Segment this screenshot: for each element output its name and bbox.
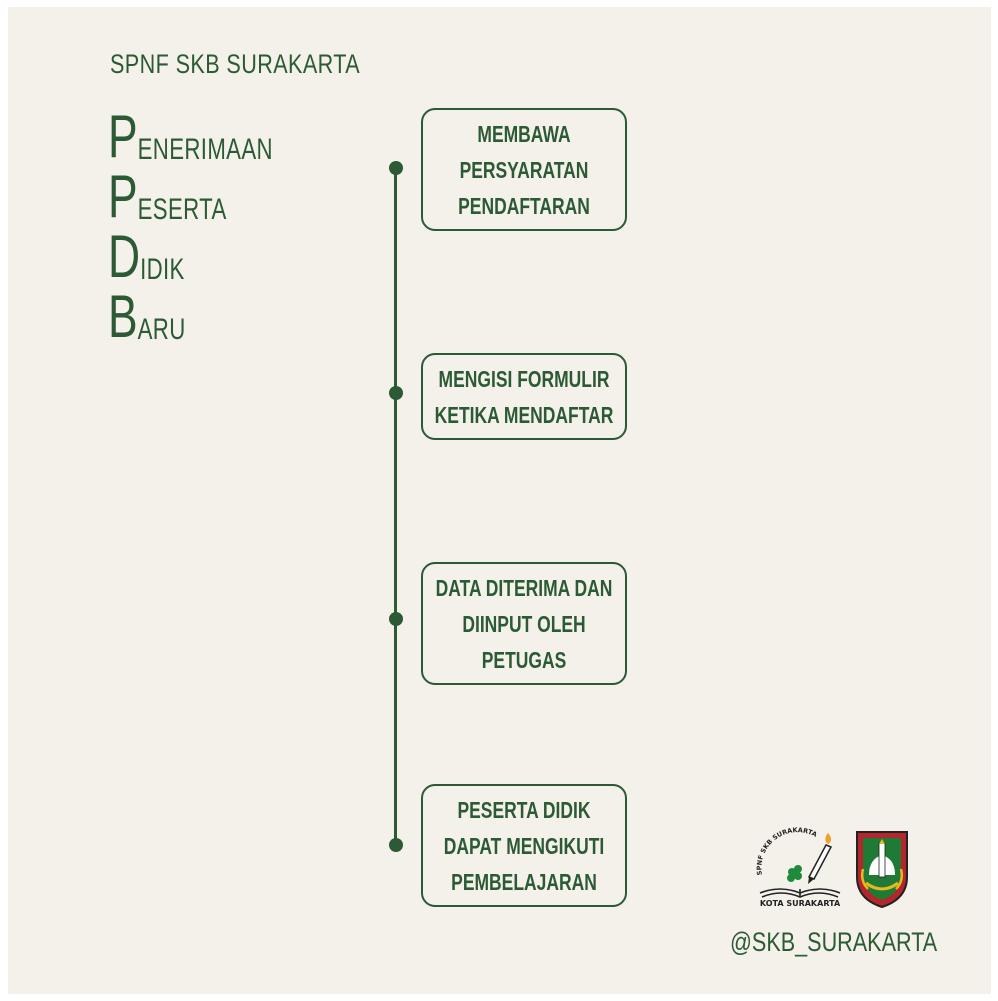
timeline-dot xyxy=(389,612,403,626)
clover-icon xyxy=(787,865,802,882)
step-box-3: DATA DITERIMA DAN DIINPUT OLEH PETUGAS xyxy=(421,562,627,685)
acronym-rest: ARU xyxy=(137,313,186,346)
step-label: MEMBAWA PERSYARATAN PENDAFTARAN xyxy=(458,120,590,219)
timeline-dot xyxy=(389,386,403,400)
acronym-word: PESERTA xyxy=(108,167,273,227)
step-box-4: PESERTA DIDIK DAPAT MENGIKUTI PEMBELAJAR… xyxy=(421,784,627,907)
poster: SPNF SKB SURAKARTA PENERIMAAN PESERTA DI… xyxy=(8,7,991,994)
social-handle: @SKB_SURAKARTA xyxy=(730,927,938,957)
acronym-word: BARU xyxy=(108,287,273,347)
acronym-initial: P xyxy=(108,163,138,230)
brand-title: SPNF SKB SURAKARTA xyxy=(110,49,361,79)
acronym-initial: D xyxy=(108,223,141,290)
step-box-2: MENGISI FORMULIR KETIKA MENDAFTAR xyxy=(421,353,627,440)
step-box-1: MEMBAWA PERSYARATAN PENDAFTARAN xyxy=(421,108,627,231)
step-label: DATA DITERIMA DAN DIINPUT OLEH PETUGAS xyxy=(435,574,613,673)
acronym-rest: IDIK xyxy=(140,253,185,286)
ppdb-acronym: PENERIMAAN PESERTA DIDIK BARU xyxy=(108,107,331,347)
flame-icon xyxy=(825,833,831,844)
acronym-word: DIDIK xyxy=(108,227,273,287)
book-icon xyxy=(759,888,841,898)
skb-logo: SPNF SKB SURAKARTA KOTA SURAKARTA xyxy=(755,827,841,907)
surakarta-emblem xyxy=(856,831,908,909)
step-label: PESERTA DIDIK DAPAT MENGIKUTI PEMBELAJAR… xyxy=(443,796,605,895)
timeline-dot xyxy=(389,161,403,175)
svg-text:SPNF SKB SURAKARTA: SPNF SKB SURAKARTA xyxy=(755,827,818,876)
acronym-initial: P xyxy=(108,103,138,170)
step-label: MENGISI FORMULIR KETIKA MENDAFTAR xyxy=(434,365,614,428)
skb-bottom-text: KOTA SURAKARTA xyxy=(760,899,841,907)
acronym-rest: ESERTA xyxy=(137,193,227,226)
acronym-initial: B xyxy=(108,283,138,350)
timeline-line xyxy=(394,167,397,844)
skb-arc-text: SPNF SKB SURAKARTA xyxy=(755,827,818,876)
acronym-word: PENERIMAAN xyxy=(108,107,273,167)
acronym-rest: ENERIMAAN xyxy=(137,133,273,166)
timeline-dot xyxy=(389,838,403,852)
